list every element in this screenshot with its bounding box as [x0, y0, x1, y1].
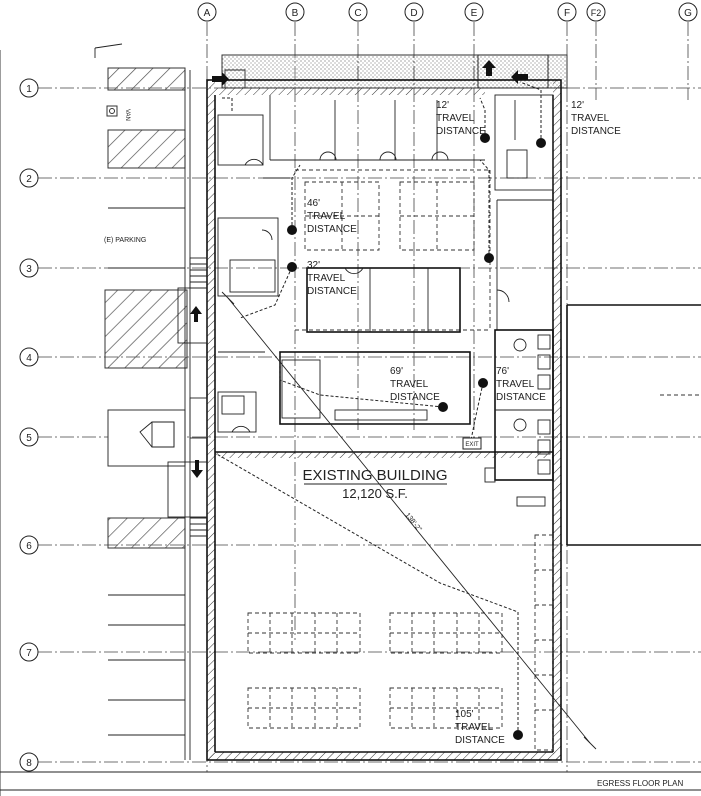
svg-text:A: A	[204, 8, 211, 19]
grid-bubble-g: G	[678, 2, 698, 22]
accessible-sign-icon	[106, 105, 118, 117]
grid-bubble-3: 3	[19, 258, 39, 278]
travel-marker-1	[480, 133, 490, 143]
travel-label-12-east: 12' TRAVEL DISTANCE	[571, 100, 621, 137]
svg-text:G: G	[684, 8, 692, 19]
exit-tag: EXIT	[462, 437, 482, 450]
svg-text:VAN: VAN	[124, 109, 130, 121]
svg-text:7: 7	[26, 648, 32, 659]
grid-bubble-4: 4	[19, 347, 39, 367]
travel-label-12-north: 12' TRAVEL DISTANCE	[436, 100, 486, 137]
parking-striping-3	[107, 517, 186, 549]
arrow-exit-west-down	[191, 460, 203, 478]
svg-text:2: 2	[26, 174, 32, 185]
svg-text:F: F	[564, 8, 570, 19]
grid-bubble-1: 1	[19, 78, 39, 98]
grid-bubble-d: D	[404, 2, 424, 22]
grid-bubble-a: A	[197, 2, 217, 22]
grid-bubble-5: 5	[19, 427, 39, 447]
arrow-exit-north-west	[212, 72, 229, 86]
grid-bubble-6: 6	[19, 535, 39, 555]
building-area: 12,120 S.F.	[342, 486, 408, 501]
travel-marker-2	[536, 138, 546, 148]
svg-text:3: 3	[26, 264, 32, 275]
parking-striping-2	[104, 289, 188, 369]
travel-labels: 12' TRAVEL DISTANCE 12' TRAVEL DISTANCE …	[307, 100, 621, 746]
sheet-title: EGRESS FLOOR PLAN	[597, 779, 683, 788]
svg-text:C: C	[354, 8, 361, 19]
svg-text:5: 5	[26, 433, 32, 444]
building-name: EXISTING BUILDING	[302, 467, 447, 484]
building-shell	[206, 54, 568, 761]
svg-text:4: 4	[26, 353, 32, 364]
accessible-stall-hatch	[107, 129, 186, 169]
svg-text:D: D	[410, 8, 417, 19]
grid-bubble-e: E	[464, 2, 484, 22]
parking-label: (E) PARKING	[104, 237, 146, 244]
grid-bubble-f2: F2	[586, 2, 606, 22]
travel-label-105: 105' TRAVEL DISTANCE	[455, 709, 505, 746]
north-sidewalk	[221, 54, 568, 89]
building-title: EXISTING BUILDING 12,120 S.F.	[302, 467, 447, 501]
sheet-footer: EGRESS FLOOR PLAN	[0, 771, 701, 791]
grid-bubble-2: 2	[19, 168, 39, 188]
parking-area: VAN (E) PARKING	[0, 43, 191, 796]
grid-bubble-b: B	[285, 2, 305, 22]
arrow-exit-west-up	[190, 306, 202, 322]
grid-bubble-f: F	[557, 2, 577, 22]
travel-label-32: 32' TRAVEL DISTANCE	[307, 260, 357, 297]
arrow-exit-north-east-up	[482, 60, 496, 76]
travel-label-69: 69' TRAVEL DISTANCE	[390, 366, 440, 403]
travel-marker-7	[478, 378, 488, 388]
svg-text:B: B	[292, 8, 299, 19]
exterior-stairs	[139, 54, 549, 537]
svg-text:6: 6	[26, 541, 32, 552]
office-walls	[217, 94, 554, 507]
arrow-exit-north-east-left	[511, 70, 528, 84]
travel-markers	[287, 133, 546, 740]
travel-marker-5	[484, 253, 494, 263]
svg-text:8: 8	[26, 758, 32, 769]
travel-marker-8	[513, 730, 523, 740]
row-grid-bubbles: 1 2 3 4 5 6 7 8	[19, 78, 39, 772]
column-grid-bubbles: A B C D E F F2 G	[197, 2, 698, 22]
adjacent-building-east	[566, 304, 701, 546]
svg-text:E: E	[471, 8, 478, 19]
grid-bubble-c: C	[348, 2, 368, 22]
diagonal-dimension: 138'-2"	[403, 512, 422, 534]
grid-bubble-8: 8	[19, 752, 39, 772]
svg-text:1: 1	[26, 84, 32, 95]
svg-text:EXIT: EXIT	[465, 442, 479, 448]
travel-label-46: 46' TRAVEL DISTANCE	[307, 198, 357, 235]
svg-text:F2: F2	[591, 8, 602, 18]
travel-label-76: 76' TRAVEL DISTANCE	[496, 366, 546, 403]
parking-striping-1	[107, 67, 186, 91]
warehouse-racking	[247, 534, 554, 751]
travel-marker-3	[287, 225, 297, 235]
travel-marker-4	[287, 262, 297, 272]
exit-arrows	[190, 60, 528, 478]
travel-marker-6	[438, 402, 448, 412]
grid-bubble-7: 7	[19, 642, 39, 662]
travel-paths	[214, 81, 597, 750]
